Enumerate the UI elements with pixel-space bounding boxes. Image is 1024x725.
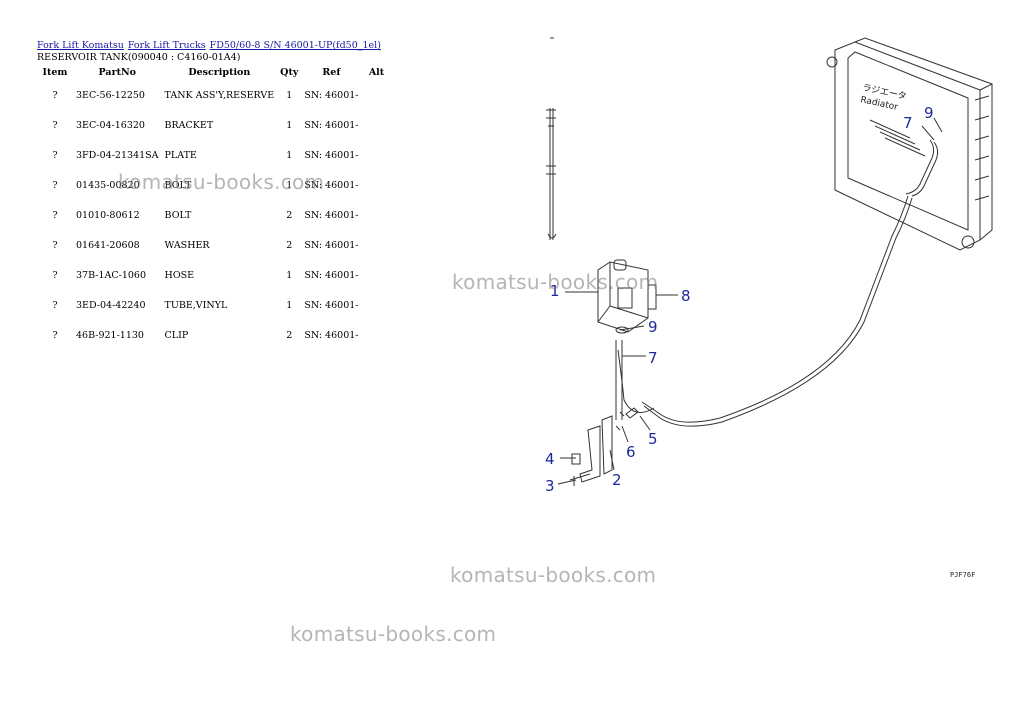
callout-9-radiator: 9: [924, 104, 934, 122]
cell-description: BRACKET: [164, 120, 214, 131]
cell-partno: 01435-00820: [76, 180, 140, 191]
callout-9-tank: 9: [648, 318, 658, 336]
cell-item: ?: [52, 120, 58, 131]
overflow-hose-drawing: [641, 195, 909, 423]
bracket-plate-drawing: [569, 407, 639, 486]
callout-6: 6: [626, 443, 636, 461]
cell-ref: SN: 46001-: [304, 240, 359, 251]
cell-item: ?: [52, 330, 58, 341]
cell-partno: 3EC-56-12250: [76, 90, 145, 101]
cell-partno: 01641-20608: [76, 240, 140, 251]
cell-item: ?: [52, 180, 58, 191]
header-description: Description: [188, 67, 251, 78]
table-row: ? 46B-921-1130 CLIP 2 SN: 46001-: [37, 326, 392, 348]
cell-description: HOSE: [164, 270, 195, 281]
header-ref: Ref: [322, 67, 341, 78]
callout-7-tank: 7: [648, 349, 658, 367]
cell-ref: SN: 46001-: [304, 330, 359, 341]
cell-alt: [362, 326, 392, 348]
cell-alt: [362, 86, 392, 116]
callout-8: 8: [681, 287, 691, 305]
breadcrumb-link-fork-lift-trucks[interactable]: Fork Lift Trucks: [127, 40, 206, 51]
cell-description: PLATE: [164, 150, 197, 161]
cell-qty: 1: [286, 120, 293, 131]
parts-diagram: 1 2 3 4 5 6 7 7 8 9 9 ラジエータ Radiator PJF…: [545, 37, 993, 579]
table-row: ? 37B-1AC-1060 HOSE 1 SN: 46001-: [37, 266, 392, 296]
cell-alt: [362, 116, 392, 146]
table-row: ? 01435-00820 BOLT 1 SN: 46001-: [37, 176, 392, 206]
cell-item: ?: [52, 240, 58, 251]
cell-ref: SN: 46001-: [304, 270, 359, 281]
cell-partno: 3EC-04-16320: [76, 120, 145, 131]
callout-2: 2: [612, 471, 622, 489]
cell-alt: [362, 266, 392, 296]
page-title: RESERVOIR TANK(090040 : C4160-01A4): [37, 52, 241, 63]
cell-ref: SN: 46001-: [304, 210, 359, 221]
cell-description: BOLT: [164, 210, 192, 221]
cell-partno: 37B-1AC-1060: [76, 270, 147, 281]
cell-qty: 1: [286, 150, 293, 161]
cell-alt: [362, 206, 392, 236]
cell-qty: 1: [286, 180, 293, 191]
callout-7-radiator: 7: [903, 114, 913, 132]
table-row: ? 3FD-04-21341SA PLATE 1 SN: 46001-: [37, 146, 392, 176]
cell-alt: [362, 146, 392, 176]
cell-description: BOLT: [164, 180, 192, 191]
header-item: Item: [42, 67, 68, 78]
table-row: ? 01641-20608 WASHER 2 SN: 46001-: [37, 236, 392, 266]
cell-qty: 1: [286, 270, 293, 281]
watermark: komatsu-books.com: [290, 622, 497, 646]
header-qty: Qty: [280, 67, 299, 78]
clip-detail-drawing: [546, 108, 557, 240]
radiator-drawing: [826, 37, 993, 251]
cell-item: ?: [52, 150, 58, 161]
cell-qty: 1: [286, 90, 293, 101]
cell-ref: SN: 46001-: [304, 150, 359, 161]
cell-description: WASHER: [164, 240, 210, 251]
cell-ref: SN: 46001-: [304, 180, 359, 191]
cell-ref: SN: 46001-: [304, 90, 359, 101]
callout-3: 3: [545, 477, 555, 495]
cell-qty: 2: [286, 330, 293, 341]
breadcrumb-link-model[interactable]: FD50/60-8 S/N 46001-UP(fd50_1el): [209, 40, 381, 51]
cell-alt: [362, 236, 392, 266]
cell-alt: [362, 176, 392, 206]
header-partno: PartNo: [98, 67, 136, 78]
cell-partno: 46B-921-1130: [76, 330, 144, 341]
callout-4: 4: [545, 450, 555, 468]
table-row: ? 01010-80612 BOLT 2 SN: 46001-: [37, 206, 392, 236]
cell-item: ?: [52, 270, 58, 281]
cell-item: ?: [52, 90, 58, 101]
reservoir-tank-drawing: [597, 259, 657, 334]
cell-description: TANK ASS'Y,RESERVE: [164, 90, 275, 101]
callout-5: 5: [648, 430, 658, 448]
parts-table: Item PartNo Description Qty Ref Alt ? 3EC…: [37, 64, 392, 348]
cell-partno: 01010-80612: [76, 210, 140, 221]
cell-alt: [362, 296, 392, 326]
cell-qty: 1: [286, 300, 293, 311]
cell-partno: 3FD-04-21341SA: [76, 150, 159, 161]
table-header-row: Item PartNo Description Qty Ref Alt: [37, 64, 392, 86]
cell-ref: SN: 46001-: [304, 120, 359, 131]
callout-1: 1: [550, 282, 560, 300]
breadcrumb-link-fork-lift-komatsu[interactable]: Fork Lift Komatsu: [37, 40, 124, 51]
drawing-code: PJF76F: [950, 571, 975, 579]
table-row: ? 3EC-56-12250 TANK ASS'Y,RESERVE 1 SN: 4600…: [37, 86, 392, 116]
table-row: ? 3EC-04-16320 BRACKET 1 SN: 46001-: [37, 116, 392, 146]
cell-item: ?: [52, 210, 58, 221]
cell-qty: 2: [286, 210, 293, 221]
cell-item: ?: [52, 300, 58, 311]
header-alt: Alt: [368, 67, 385, 78]
cell-ref: SN: 46001-: [304, 300, 359, 311]
cell-description: CLIP: [164, 330, 189, 341]
cell-partno: 3ED-04-42240: [76, 300, 146, 311]
table-row: ? 3ED-04-42240 TUBE,VINYL 1 SN: 46001-: [37, 296, 392, 326]
cell-qty: 2: [286, 240, 293, 251]
cell-description: TUBE,VINYL: [164, 300, 228, 311]
